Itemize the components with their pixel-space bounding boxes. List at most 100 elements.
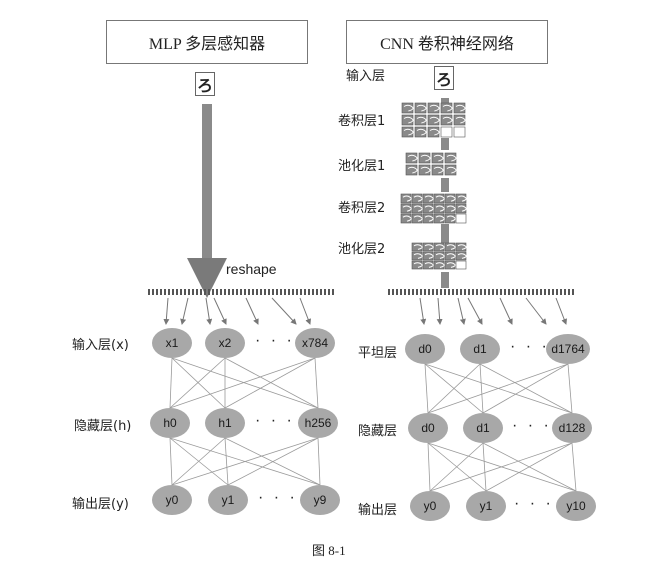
input-arrow (180, 297, 189, 325)
connection-line (479, 363, 484, 414)
cnn-hidden-ellipsis: · · · (512, 417, 552, 434)
mlp-digit-image: ろ (195, 72, 215, 96)
pool1-map-stroke (433, 166, 444, 174)
cnn-stage-pool2: 池化层2 (338, 242, 386, 257)
pool2-map-stroke (435, 244, 445, 250)
input-arrow (299, 297, 312, 325)
mlp-output-node: y9 (300, 485, 340, 515)
conv2-map-stroke (424, 215, 434, 222)
conv2-map-stroke (402, 195, 412, 202)
pool1-map-stroke (433, 154, 444, 162)
conv1-map (440, 102, 453, 114)
mlp-input-ellipsis: · · · (255, 332, 295, 349)
conv2-map (444, 213, 456, 224)
mlp-hidden-node: h256 (298, 408, 338, 438)
reshape-label: reshape (226, 261, 277, 277)
cnn-flattened-vector (388, 289, 574, 295)
conv2-map (422, 203, 434, 214)
cnn-flat-node: d1764 (546, 334, 590, 364)
mlp-output-node: y1 (208, 485, 248, 515)
connection-line (427, 363, 569, 414)
conv1-map (453, 102, 466, 114)
figure-caption: 图 8-1 (312, 543, 346, 558)
cnn-stage-input: 输入层 (346, 69, 386, 84)
conv2-map-stroke (435, 195, 445, 202)
input-arrow (419, 297, 427, 325)
mlp-label-input: 输入层(x) (72, 338, 129, 353)
pool2-map-stroke (424, 244, 434, 250)
pool1-map-stroke (420, 166, 431, 174)
connection-line (485, 442, 573, 492)
cnn-output-node: y1 (466, 491, 506, 521)
pool2-map (411, 260, 423, 270)
dense-connections (169, 357, 577, 492)
mlp-title: MLP 多层感知器 (148, 36, 266, 53)
conv1-map (427, 102, 440, 114)
conv2-map-stroke (413, 205, 423, 212)
mlp-input-node: x784 (295, 328, 335, 358)
pool1-map (444, 164, 457, 176)
pool1-map-stroke (446, 166, 457, 174)
pool2-map-stroke (435, 253, 445, 259)
mlp-input-node: x1 (152, 328, 192, 358)
connection-line (567, 363, 573, 414)
pool1-map (418, 152, 431, 164)
conv1-map-stroke (455, 116, 466, 124)
pool2-map-stroke (446, 244, 456, 250)
pool2-map-stroke (413, 253, 423, 259)
conv1-map-stroke (429, 104, 440, 112)
input-arrow (245, 297, 259, 325)
pool2-map (455, 242, 467, 252)
connection-line (427, 363, 481, 414)
pool2-map-stroke (446, 253, 456, 259)
cnn-feature-maps (400, 102, 467, 270)
conv2-map (455, 193, 467, 204)
connection-line (482, 442, 487, 492)
pool2-map-stroke (435, 262, 445, 268)
conv2-map (455, 213, 467, 224)
pool2-map-stroke (424, 253, 434, 259)
connection-line (169, 357, 316, 409)
pool2-map-stroke (413, 244, 423, 250)
input-arrow (525, 297, 547, 325)
mlp-output-node: y0 (152, 485, 192, 515)
conv1-map-stroke (455, 104, 466, 112)
connection-line (314, 357, 319, 409)
conv2-map (411, 193, 423, 204)
connection-line (227, 437, 319, 486)
cnn-output-ellipsis: · · · (514, 495, 554, 512)
cnn-flat-node: d1 (460, 334, 500, 364)
pool2-map (422, 242, 434, 252)
input-arrow (436, 297, 443, 325)
pool1-map-stroke (446, 154, 457, 162)
cnn-label-output: 输出层 (358, 503, 398, 518)
conv2-map-stroke (435, 215, 445, 222)
conv1-map-stroke (416, 128, 427, 136)
cnn-stage-conv2: 卷积层2 (338, 201, 386, 216)
cnn-stage-pool1: 池化层1 (338, 159, 386, 174)
pool1-map (431, 164, 444, 176)
connection-line (317, 437, 321, 486)
conv2-map-stroke (435, 205, 445, 212)
input-arrow (213, 297, 227, 325)
pool2-map (433, 242, 445, 252)
conv2-map (422, 213, 434, 224)
conv2-map (411, 203, 423, 214)
conv1-map (414, 126, 427, 138)
mlp-input-node: x2 (205, 328, 245, 358)
cnn-hidden-node: d1 (463, 413, 503, 443)
pool1-map (444, 152, 457, 164)
mlp-label-output: 输出层(y) (72, 497, 129, 512)
conv2-map (433, 193, 445, 204)
input-arrow (163, 297, 170, 325)
pool1-map (418, 164, 431, 176)
pool1-map (431, 152, 444, 164)
conv1-map (453, 126, 466, 138)
conv1-map (401, 126, 414, 138)
conv1-map (440, 114, 453, 126)
conv2-map (400, 193, 412, 204)
connection-line (171, 437, 226, 486)
connection-line (169, 437, 173, 486)
pool2-map (444, 251, 456, 261)
